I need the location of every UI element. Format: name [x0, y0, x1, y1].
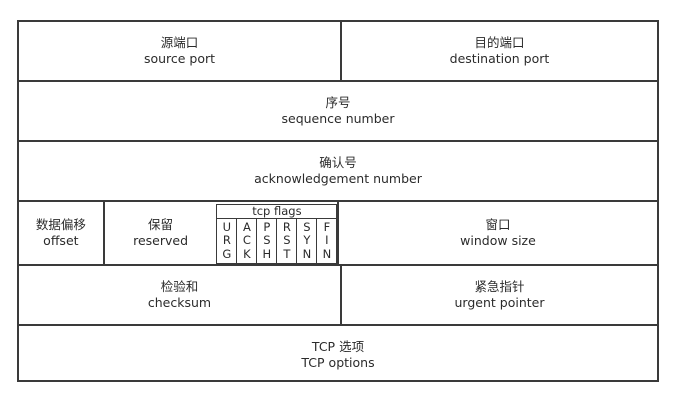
tcp-flag-ack-letter-2: C — [242, 233, 251, 248]
field-tcp-flags: tcp flags U R G A C K P S H — [216, 202, 338, 264]
field-sequence-number-label-cn: 序号 — [325, 94, 351, 110]
tcp-flag-rst-letter-1: R — [282, 219, 291, 234]
field-sequence-number-label-en: sequence number — [281, 111, 395, 126]
header-row-sequence: 序号 sequence number — [19, 80, 657, 140]
field-reserved-label-en: reserved — [133, 233, 189, 248]
tcp-flag-rst-letter-3: T — [283, 246, 291, 261]
field-checksum-label-cn: 检验和 — [160, 278, 199, 294]
field-sequence-number: 序号 sequence number — [19, 82, 657, 140]
tcp-flags-title: tcp flags — [252, 204, 302, 219]
field-urgent-pointer-label-en: urgent pointer — [454, 295, 545, 310]
tcp-flag-urg: U R G — [217, 219, 236, 263]
tcp-flag-psh: P S H — [256, 219, 276, 263]
tcp-flag-fin-letter-1: F — [323, 219, 331, 234]
tcp-flag-syn-letter-1: S — [303, 219, 311, 234]
header-row-ports: 源端口 source port 目的端口 destination port — [19, 22, 657, 80]
tcp-flags-cells: U R G A C K P S H R S T — [216, 218, 338, 264]
tcp-flag-fin: F I N — [316, 219, 336, 263]
tcp-flag-rst-letter-2: S — [283, 233, 291, 248]
field-reserved: 保留 reserved — [102, 202, 217, 264]
field-data-offset: 数据偏移 offset — [19, 202, 103, 264]
tcp-flag-urg-letter-3: G — [222, 246, 232, 261]
header-row-acknowledgement: 确认号 acknowledgement number — [19, 140, 657, 200]
tcp-flag-ack-letter-1: A — [242, 219, 251, 234]
tcp-flag-syn: S Y N — [296, 219, 316, 263]
field-checksum: 检验和 checksum — [19, 266, 340, 324]
field-acknowledgement-number-label-en: acknowledgement number — [254, 171, 422, 186]
tcp-flag-fin-letter-2: I — [325, 233, 329, 248]
field-data-offset-label-cn: 数据偏移 — [35, 216, 86, 232]
field-tcp-options-label-en: TCP options — [301, 355, 375, 370]
field-destination-port-label-cn: 目的端口 — [474, 34, 525, 50]
header-row-checksum-urgent: 检验和 checksum 紧急指针 urgent pointer — [19, 264, 657, 324]
field-window-size-label-en: window size — [460, 233, 536, 248]
header-row-options: TCP 选项 TCP options — [19, 324, 657, 384]
field-urgent-pointer: 紧急指针 urgent pointer — [340, 266, 657, 324]
tcp-header-diagram: 源端口 source port 目的端口 destination port 序号… — [17, 20, 659, 382]
field-window-size-label-cn: 窗口 — [485, 216, 511, 232]
field-source-port: 源端口 source port — [19, 22, 340, 80]
tcp-flag-urg-letter-2: R — [222, 233, 231, 248]
field-acknowledgement-number-label-cn: 确认号 — [319, 154, 357, 170]
tcp-flag-syn-letter-3: N — [302, 246, 312, 261]
tcp-flag-psh-letter-1: P — [263, 219, 271, 234]
tcp-flag-psh-letter-3: H — [262, 246, 272, 261]
tcp-flag-urg-letter-1: U — [222, 219, 232, 234]
field-urgent-pointer-label-cn: 紧急指针 — [474, 278, 525, 294]
field-checksum-label-en: checksum — [147, 295, 212, 310]
field-source-port-label-en: source port — [143, 51, 216, 66]
header-row-offset-reserved-flags-window: 数据偏移 offset 保留 reserved tcp flags U R G … — [19, 200, 657, 264]
tcp-flag-syn-letter-2: Y — [303, 233, 311, 248]
tcp-flags-title-box: tcp flags — [216, 204, 338, 219]
field-source-port-label-cn: 源端口 — [160, 34, 199, 50]
field-data-offset-label-en: offset — [43, 233, 79, 248]
tcp-flag-psh-letter-2: S — [263, 233, 271, 248]
tcp-flag-ack: A C K — [236, 219, 256, 263]
tcp-flag-fin-letter-3: N — [322, 246, 332, 261]
field-tcp-options: TCP 选项 TCP options — [19, 326, 657, 384]
field-tcp-options-label-cn: TCP 选项 — [311, 338, 365, 354]
field-acknowledgement-number: 确认号 acknowledgement number — [19, 142, 657, 200]
field-destination-port: 目的端口 destination port — [340, 22, 657, 80]
tcp-flag-ack-letter-3: K — [243, 246, 251, 261]
field-reserved-label-cn: 保留 — [148, 216, 174, 232]
tcp-flag-rst: R S T — [276, 219, 296, 263]
field-destination-port-label-en: destination port — [449, 51, 550, 66]
field-window-size: 窗口 window size — [337, 202, 657, 264]
